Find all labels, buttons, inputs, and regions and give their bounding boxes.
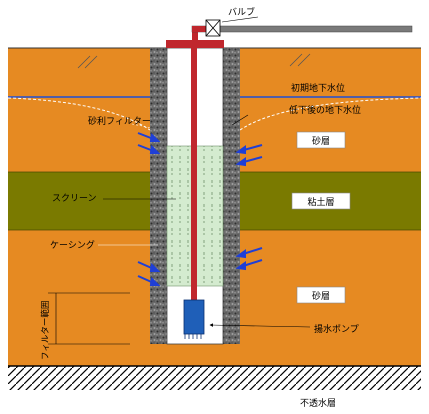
lowered-water-level-curve bbox=[7, 97, 151, 131]
sand-label-box-lower bbox=[296, 286, 346, 304]
impermeable-layer bbox=[8, 366, 421, 390]
impermeable-layer-label: 不透水層 bbox=[300, 397, 336, 409]
gravel-filter-right bbox=[223, 48, 240, 344]
gravel-filter-left bbox=[150, 48, 167, 344]
sand-label-box-upper bbox=[296, 131, 346, 149]
lowered-water-level-label: 低下後の地下水位 bbox=[289, 104, 361, 116]
surface-marks bbox=[77, 53, 311, 69]
screen-label: スクリーン bbox=[52, 193, 97, 204]
initial-water-level-label: 初期地下水位 bbox=[291, 82, 345, 94]
flow-arrows bbox=[137, 132, 263, 286]
gravel-filter-label: 砂利フィルター bbox=[88, 115, 151, 127]
pump-riser-pipe bbox=[191, 48, 197, 300]
clay-layer-label: 粘土層 bbox=[307, 196, 334, 208]
sand-layer-lower-label: 砂層 bbox=[312, 290, 330, 302]
clay-label-box bbox=[291, 192, 351, 210]
sand-layer-upper-label: 砂層 bbox=[312, 135, 330, 147]
well-head bbox=[166, 40, 224, 48]
valve-icon bbox=[205, 19, 221, 37]
pump-label: 揚水ポンプ bbox=[314, 323, 359, 335]
discharge-pipe bbox=[191, 25, 413, 33]
filter-range-label: フィルター範囲 bbox=[40, 301, 51, 360]
pump bbox=[183, 299, 205, 335]
casing-label: ケーシング bbox=[50, 239, 95, 251]
valve-label: バルブ bbox=[228, 6, 255, 18]
